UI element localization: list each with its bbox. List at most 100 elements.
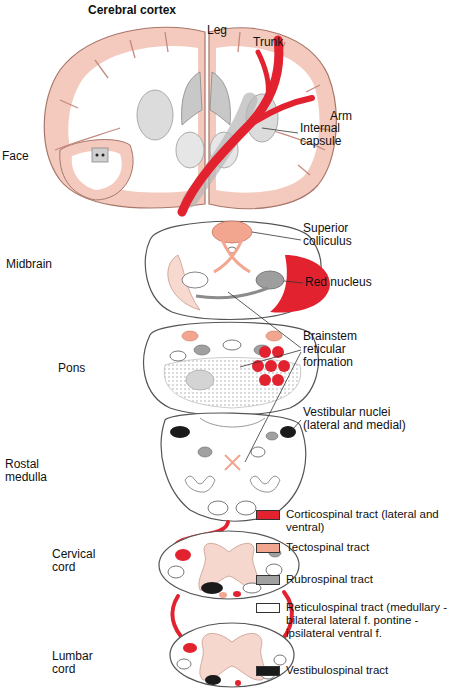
cerebrum-section [68,46,198,193]
lumbar-cord-section [170,623,294,687]
midbrain-section [214,240,250,272]
leader-line [245,352,301,462]
midbrain-section [256,271,284,289]
cerebrum-section [44,27,205,208]
legend-swatch [256,666,280,676]
cerebrum-section [216,46,319,192]
leader-line [252,232,301,240]
medulla-section [185,476,215,492]
pons-section [266,331,282,341]
lumbar-cord-section [183,643,197,653]
structure-label: Rostal medulla [5,458,65,484]
legend-swatch [256,575,280,585]
cerebrum-section [92,148,108,162]
legend-text: Corticospinal tract (lateral and ventral… [286,508,454,534]
medulla-section [170,426,190,438]
medulla-section [161,413,306,521]
leader-line [228,292,301,348]
medulla-section [251,447,265,457]
structure-label: Lumbar cord [52,650,102,676]
cervical-cord-section [201,582,223,594]
cerebrum-section [298,165,310,175]
lumbar-cord-section [170,623,294,687]
legend-swatch [256,603,280,613]
structure-label: Pons [58,362,85,375]
legend-swatch [256,510,280,520]
structure-label: Face [2,150,29,163]
pons-section [272,374,284,386]
cerebrum-section [137,90,173,140]
medulla-section [198,447,212,457]
leader-line [228,128,303,462]
cerebrum-section [306,85,320,92]
pons-section [265,360,277,372]
pons-section [278,360,290,372]
cervical-cord-section [159,531,299,599]
structure-label: Superior colliculus [303,222,373,248]
midbrain-section [145,221,330,320]
cerebrum-section [130,40,135,58]
leader-line [292,420,301,430]
legend-text: Tectospinal tract [286,541,454,554]
medulla-section [225,455,240,470]
structure-label: Brainstem reticular formation [303,330,373,369]
structure-label: Leg [207,24,227,37]
lumbar-cord-section [235,680,241,686]
pons-section [182,331,198,341]
legend-text: Rubrospinal tract [286,573,454,586]
corticospinal-tract-cerebrum [182,40,279,212]
legend-swatch [256,543,280,553]
cervical-cord-section [168,566,184,578]
cerebrum-section [55,128,120,150]
cerebrum-section [209,28,336,209]
pons-section [259,346,271,358]
cerebrum-section [60,100,78,108]
cerebrum-section [96,154,99,157]
cervical-cord-section [175,549,191,561]
medulla-section [208,501,228,515]
cerebrum-section [44,27,336,208]
leader-line [284,281,303,283]
medulla-section [161,413,306,521]
medulla-section [236,501,256,515]
medulla-section [266,432,278,440]
cerebrum-section [238,32,240,52]
cerebrum-section [165,32,168,52]
pons-section [194,345,210,355]
lumbar-cord-section [274,655,286,665]
cerebrum-section [210,72,230,125]
medulla-section [200,418,265,427]
midbrain-section [196,288,268,298]
legend-text: Reticulospinal tract (medullary - bilate… [286,601,454,640]
corticospinal-tract-cerebrum [182,40,312,212]
cerebrum-section [72,150,122,190]
cerebrum-section [182,72,202,125]
structure-label: Red nucleus [305,276,372,289]
cerebrum-section [102,154,105,157]
cerebrum-section [55,32,330,175]
corticospinal-tract-cerebrum [258,52,268,96]
structure-label: Trunk [253,36,283,49]
pons-section [252,346,290,386]
legend-text: Vestibulospinal tract [286,664,454,677]
diagram-title: Cerebral cortex [88,4,176,17]
structure-label: Midbrain [6,258,52,271]
structure-label: Vestibular nuclei (lateral and medial) [303,406,428,432]
midbrain-section [182,272,208,288]
pons-section [223,340,241,350]
cervical-cord-section [219,592,227,598]
midbrain-section [212,221,252,243]
structure-label: Internal capsule [300,122,360,148]
medulla-section [250,476,280,492]
structure-label: Cervical cord [52,548,107,574]
cervical-cord-section [159,531,299,599]
pons-section [259,374,271,386]
lumbar-cord-section [205,675,221,685]
leader-line [262,128,298,133]
corticospinal-tract-cerebrum [254,98,312,122]
cerebrum-section [95,60,108,78]
cerebrum-section [60,140,133,200]
lumbar-cord-section [177,659,191,669]
